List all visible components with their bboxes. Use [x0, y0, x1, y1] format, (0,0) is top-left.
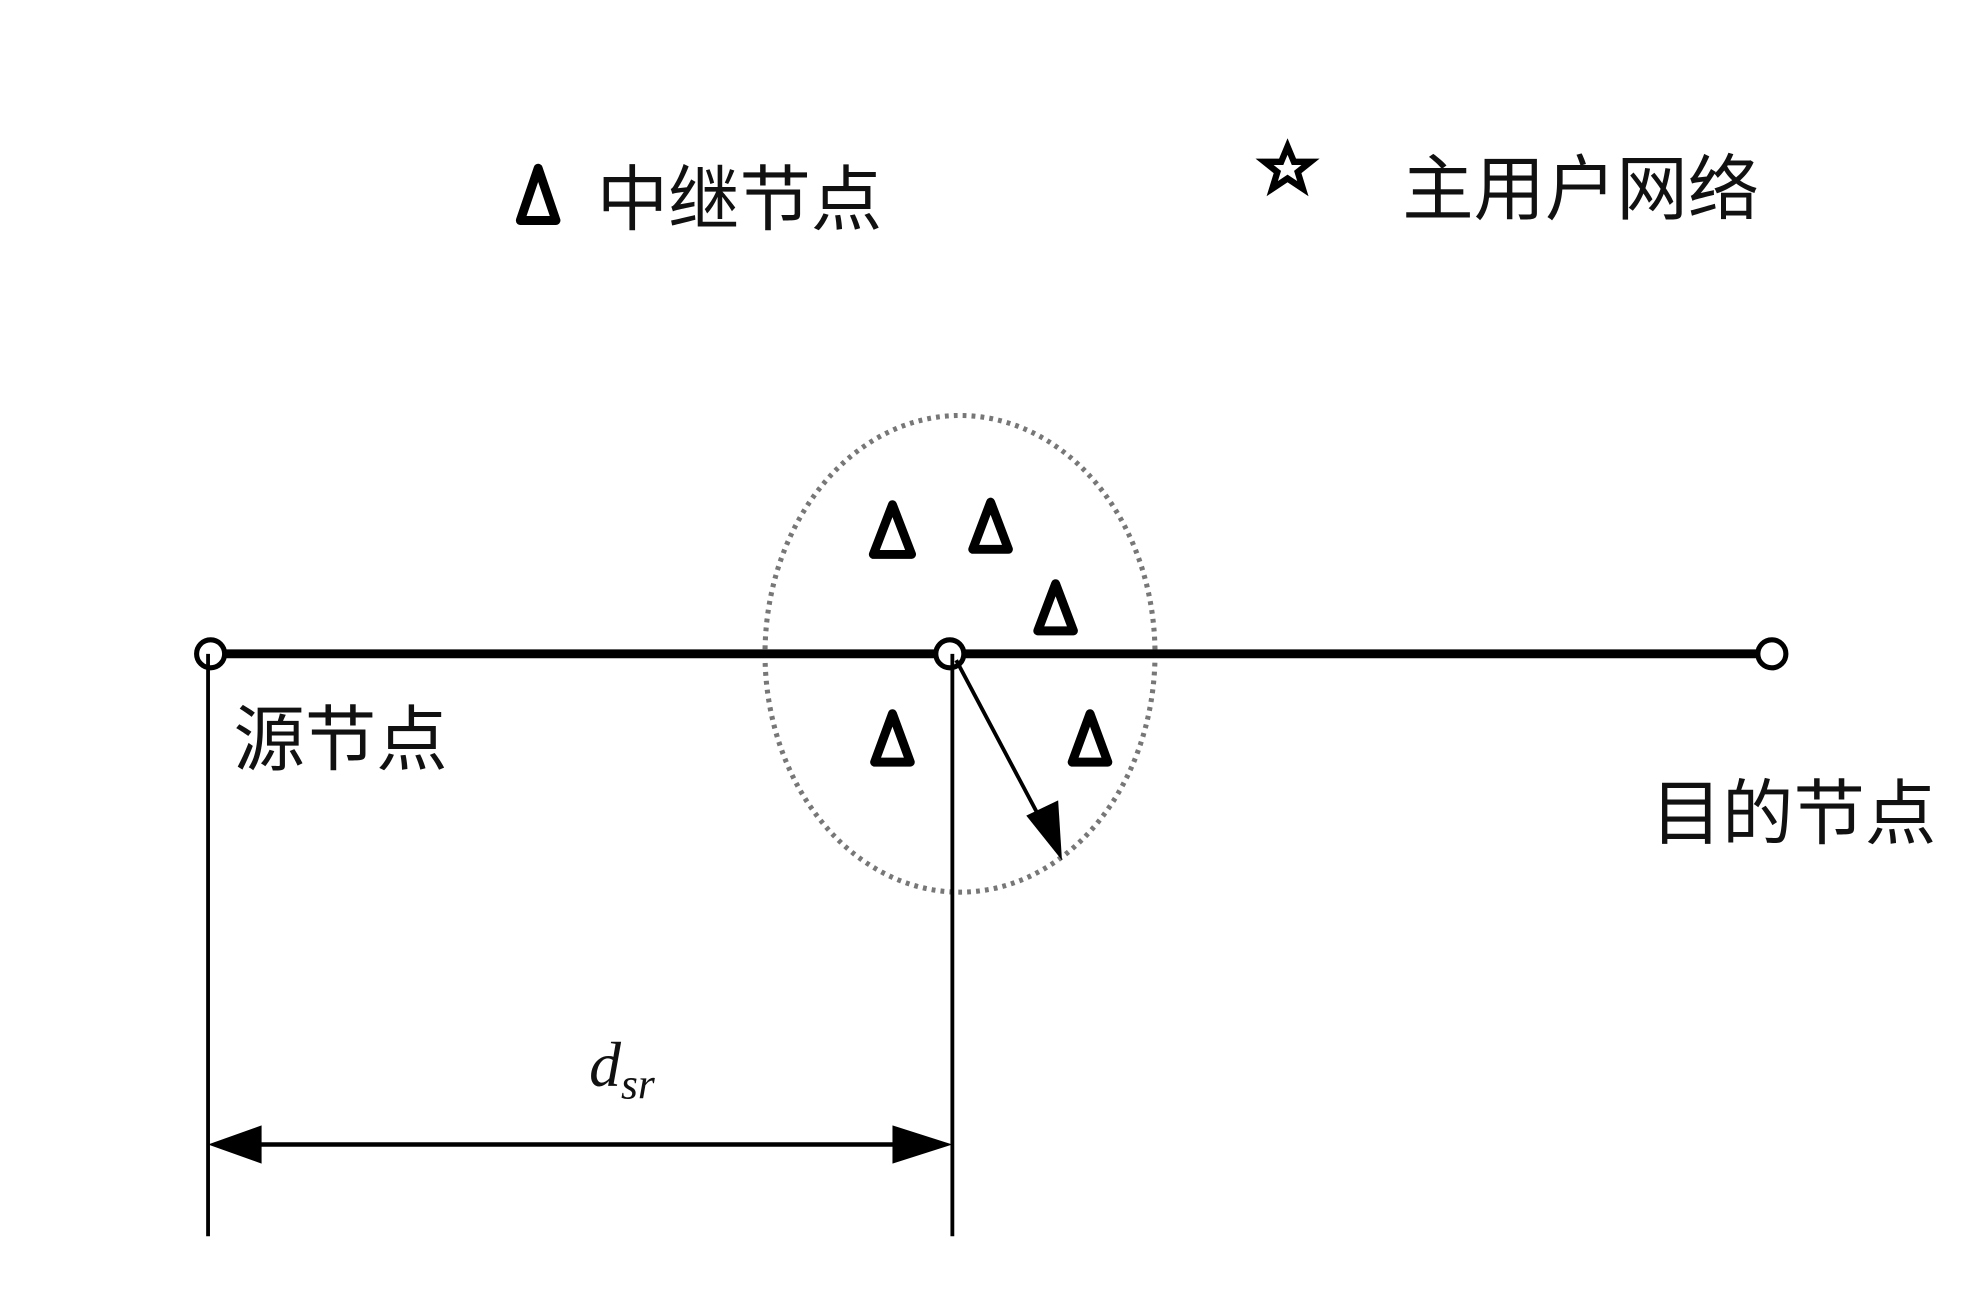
relay-node-triangle-icon — [870, 709, 915, 767]
legend-relay-label: 中继节点 — [597, 158, 882, 241]
source-node-label: 源节点 — [234, 699, 448, 782]
legend-primary: 主用户网络 — [1255, 138, 1759, 231]
distance-symbol: d — [589, 1029, 622, 1100]
relay-node-triangle-icon — [968, 497, 1013, 554]
star-icon — [1255, 138, 1320, 197]
relay-node-triangle-icon — [868, 500, 917, 559]
radius-arrowhead-icon — [1026, 800, 1062, 861]
source-node — [194, 637, 228, 671]
legend-primary-label: 主用户网络 — [1402, 148, 1759, 231]
distance-label: dsr — [589, 1029, 655, 1109]
distance-subscript: sr — [621, 1061, 655, 1109]
radius-arrow — [954, 659, 1048, 830]
relay-node-triangle-icon — [1067, 709, 1113, 767]
legend-relay: 中继节点 — [515, 158, 882, 241]
relay-node-triangle-icon — [1033, 579, 1078, 636]
triangle-icon — [515, 163, 561, 225]
destination-node — [1755, 637, 1789, 671]
distance-arrowhead-left-icon — [208, 1125, 262, 1164]
distance-arrowhead-right-icon — [892, 1125, 953, 1164]
destination-node-label: 目的节点 — [1651, 773, 1936, 856]
